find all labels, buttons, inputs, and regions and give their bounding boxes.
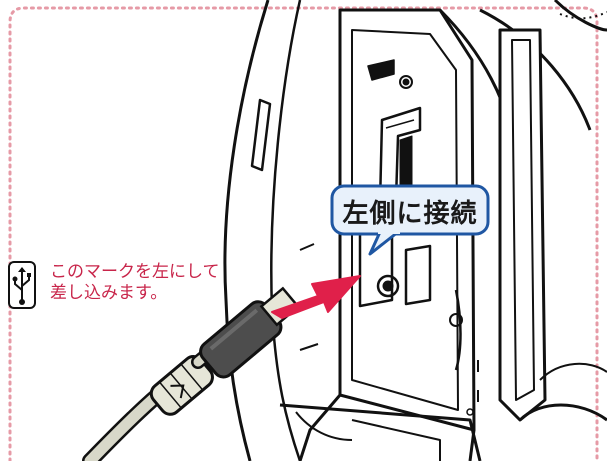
insert-direction-arrow xyxy=(271,275,361,319)
usb-symbol-icon xyxy=(7,260,37,310)
callout-bubble xyxy=(330,184,490,256)
usb-note-line-1: このマークを左にして xyxy=(50,262,220,282)
usb-orientation-note: このマークを左にして 差し込みます。 xyxy=(50,262,280,304)
usb-cable xyxy=(82,286,301,461)
callout-label: 左側に接続 xyxy=(342,198,478,229)
usb-note-line-2: 差し込みます。 xyxy=(50,283,168,303)
